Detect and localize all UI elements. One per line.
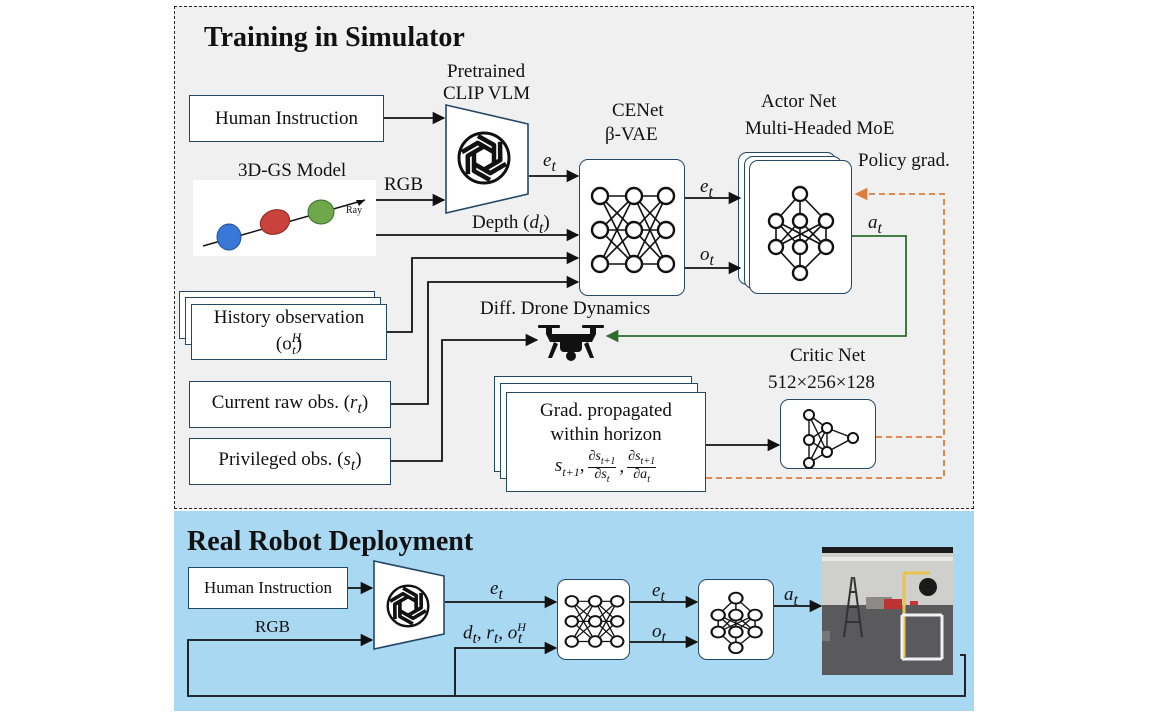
real-cenet-network-icon: [564, 595, 625, 648]
drone-icon: [536, 318, 606, 368]
gs-model-label: 3D-GS Model: [238, 160, 347, 181]
privileged-obs-label: Privileged obs. (st): [218, 448, 362, 474]
real-robot-photo: [822, 547, 953, 675]
history-var: (oHt): [275, 329, 303, 357]
arrow-rawobs-to-cenet: [391, 275, 580, 405]
policy-grad-label: Policy grad.: [858, 150, 950, 171]
ray-label: Ray: [346, 205, 363, 216]
arrow-privileged-to-drone: [391, 333, 539, 462]
real-rgb-label: RGB: [255, 617, 290, 636]
cenet-network-icon: [590, 186, 676, 274]
real-clip-encoder: [373, 560, 445, 650]
clip-et-label: et: [543, 150, 556, 175]
actor-at-label: at: [868, 212, 882, 237]
critic-network-icon: [803, 409, 859, 469]
real-title: Real Robot Deployment: [187, 526, 474, 557]
arrow-history-to-cenet: [387, 251, 580, 333]
arrow-critic-policy-grad: [854, 187, 945, 438]
cenet-ot-label: ot: [700, 244, 714, 269]
real-actor-at-label: at: [784, 584, 798, 609]
actor-title: Actor Net: [761, 91, 837, 112]
cenet-box: [579, 159, 685, 296]
real-human-instruction-box: Human Instruction: [188, 567, 348, 609]
grad-line1: Grad. propagated: [540, 399, 672, 421]
arrow-real-obs-to-cenet: [454, 641, 558, 696]
real-cenet-et-label: et: [652, 580, 665, 605]
actor-network-icon: [767, 185, 835, 282]
cenet-subtitle: β-VAE: [605, 124, 658, 145]
real-openai-logo-icon: [382, 580, 434, 632]
real-human-instruction-label: Human Instruction: [204, 578, 332, 598]
critic-box: [780, 399, 876, 469]
rgb-label: RGB: [384, 174, 424, 195]
arrow-real-rgb-feedback: [187, 633, 966, 697]
human-instruction-box: Human Instruction: [189, 95, 384, 142]
clip-title-line1: Pretrained: [447, 61, 526, 82]
actor-subtitle: Multi-Headed MoE: [745, 118, 895, 139]
drone-dynamics-label: Diff. Drone Dynamics: [480, 298, 651, 319]
arrow-grad-policy-line: [706, 437, 945, 479]
cenet-title: CENet: [612, 100, 664, 121]
real-actor-network-icon: [710, 591, 763, 655]
grad-line2: within horizon: [550, 424, 662, 446]
privileged-obs-box: Privileged obs. (st): [189, 438, 391, 485]
history-label: History observation: [213, 306, 365, 328]
real-cenet-ot-label: ot: [652, 621, 666, 646]
gaussian-splat-image: [193, 180, 376, 256]
grad-horizon-box: Grad. propagated within horizon st+1, ∂s…: [506, 392, 706, 492]
current-raw-obs-label: Current raw obs. (rt): [211, 391, 369, 417]
critic-dims: 512×256×128: [768, 372, 875, 393]
real-obs-label: dt, rt, oHt: [463, 620, 526, 648]
real-clip-et-label: et: [490, 578, 503, 603]
critic-title: Critic Net: [790, 345, 866, 366]
openai-logo-icon: [452, 126, 516, 190]
clip-title-line2: CLIP VLM: [443, 83, 531, 104]
cenet-et-label: et: [700, 176, 713, 201]
actor-box: [749, 160, 852, 294]
arrow-action-to-drone: [605, 235, 907, 343]
human-instruction-label: Human Instruction: [214, 107, 358, 129]
real-cenet-box: [557, 579, 630, 660]
clip-encoder: [445, 103, 529, 215]
history-observation-box: History observation (oHt): [191, 304, 387, 360]
grad-formula: st+1, ∂st+1∂st , ∂st+1∂at: [554, 448, 657, 485]
depth-label: Depth (dt): [472, 212, 550, 237]
real-actor-box: [698, 579, 774, 660]
sim-title: Training in Simulator: [204, 22, 465, 53]
current-raw-obs-box: Current raw obs. (rt): [189, 381, 391, 428]
